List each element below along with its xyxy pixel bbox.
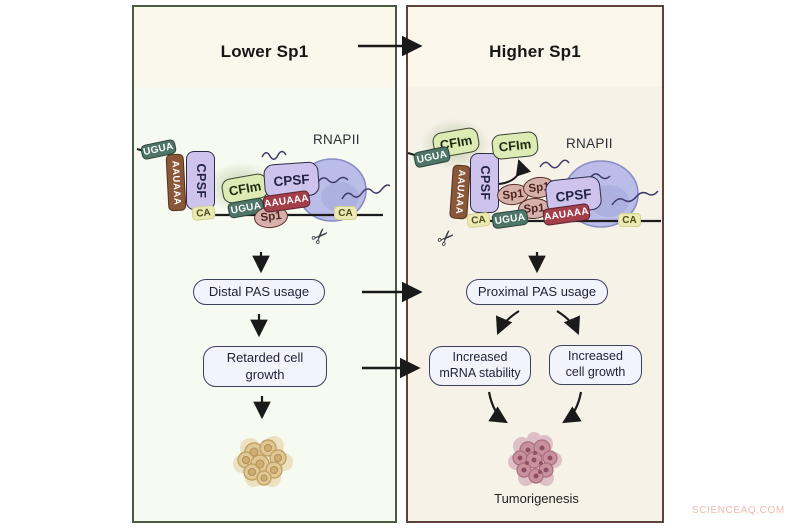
lower-sp1-panel: Lower Sp1 bbox=[132, 5, 397, 523]
cpsf-complex: CPSF bbox=[186, 151, 215, 210]
increased-mrna-stability-box: Increased mRNA stability bbox=[429, 346, 531, 386]
rnapii-label: RNAPII bbox=[566, 136, 613, 151]
increased-cell-growth-box: Increased cell growth bbox=[549, 345, 642, 385]
rnapii-label: RNAPII bbox=[313, 132, 360, 147]
retarded-cell-growth-box: Retarded cell growth bbox=[203, 346, 327, 387]
aauaaa-signal: AAUAAA bbox=[449, 164, 471, 220]
tumorigenesis-label: Tumorigenesis bbox=[494, 491, 579, 506]
proximal-pas-usage-box: Proximal PAS usage bbox=[466, 279, 608, 305]
ca-cleavage-site: CA bbox=[191, 204, 216, 222]
ca-cleavage-site: CA bbox=[334, 206, 357, 220]
cpsf-complex: CPSF bbox=[470, 153, 499, 213]
higher-sp1-panel: Higher Sp1 bbox=[406, 5, 664, 523]
cfim-displaced: CFIm bbox=[490, 130, 540, 161]
lower-sp1-header bbox=[134, 7, 395, 87]
higher-sp1-header bbox=[408, 7, 662, 87]
aauaaa-signal: AAUAAA bbox=[165, 153, 187, 212]
distal-pas-usage-box: Distal PAS usage bbox=[193, 279, 325, 305]
watermark: SCIENCEAQ.COM bbox=[692, 505, 785, 516]
lower-sp1-title: Lower Sp1 bbox=[220, 42, 309, 61]
higher-sp1-title: Higher Sp1 bbox=[489, 42, 581, 61]
ca-cleavage-site: CA bbox=[466, 211, 491, 229]
ca-cleavage-site: CA bbox=[618, 213, 641, 227]
